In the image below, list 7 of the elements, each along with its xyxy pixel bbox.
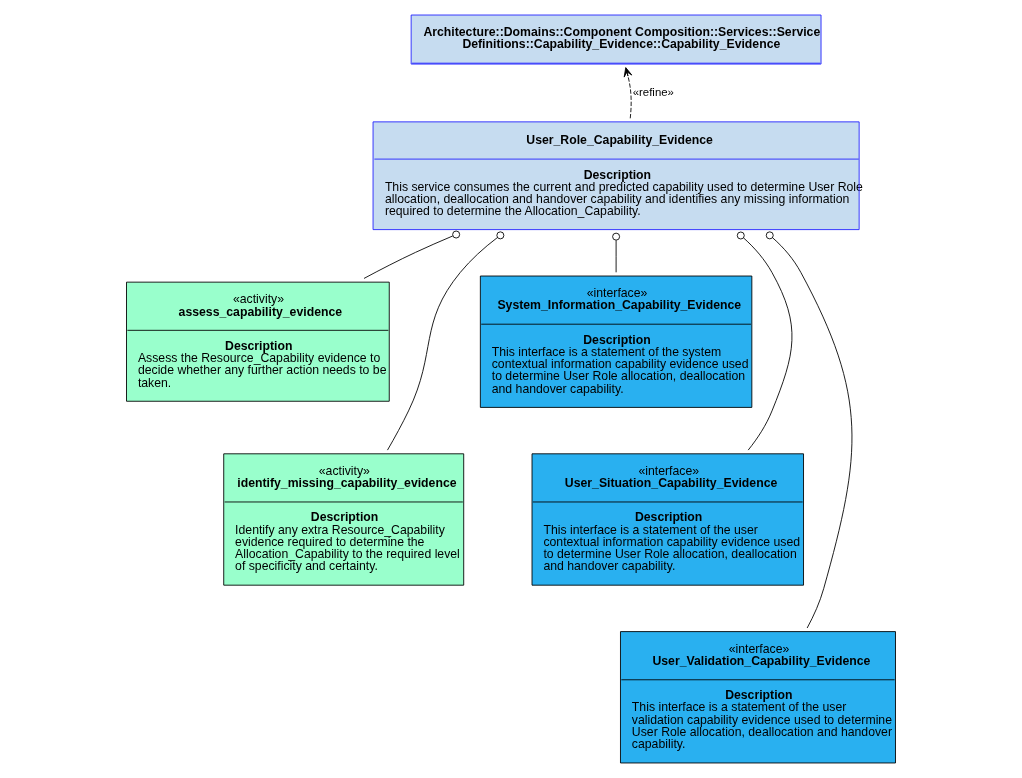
connector bbox=[765, 231, 853, 629]
connector bbox=[612, 232, 621, 273]
arrow bbox=[623, 67, 633, 119]
edge-label: «refine» bbox=[632, 85, 674, 98]
connector bbox=[736, 231, 793, 451]
connector bbox=[387, 231, 505, 451]
connector bbox=[363, 230, 461, 279]
